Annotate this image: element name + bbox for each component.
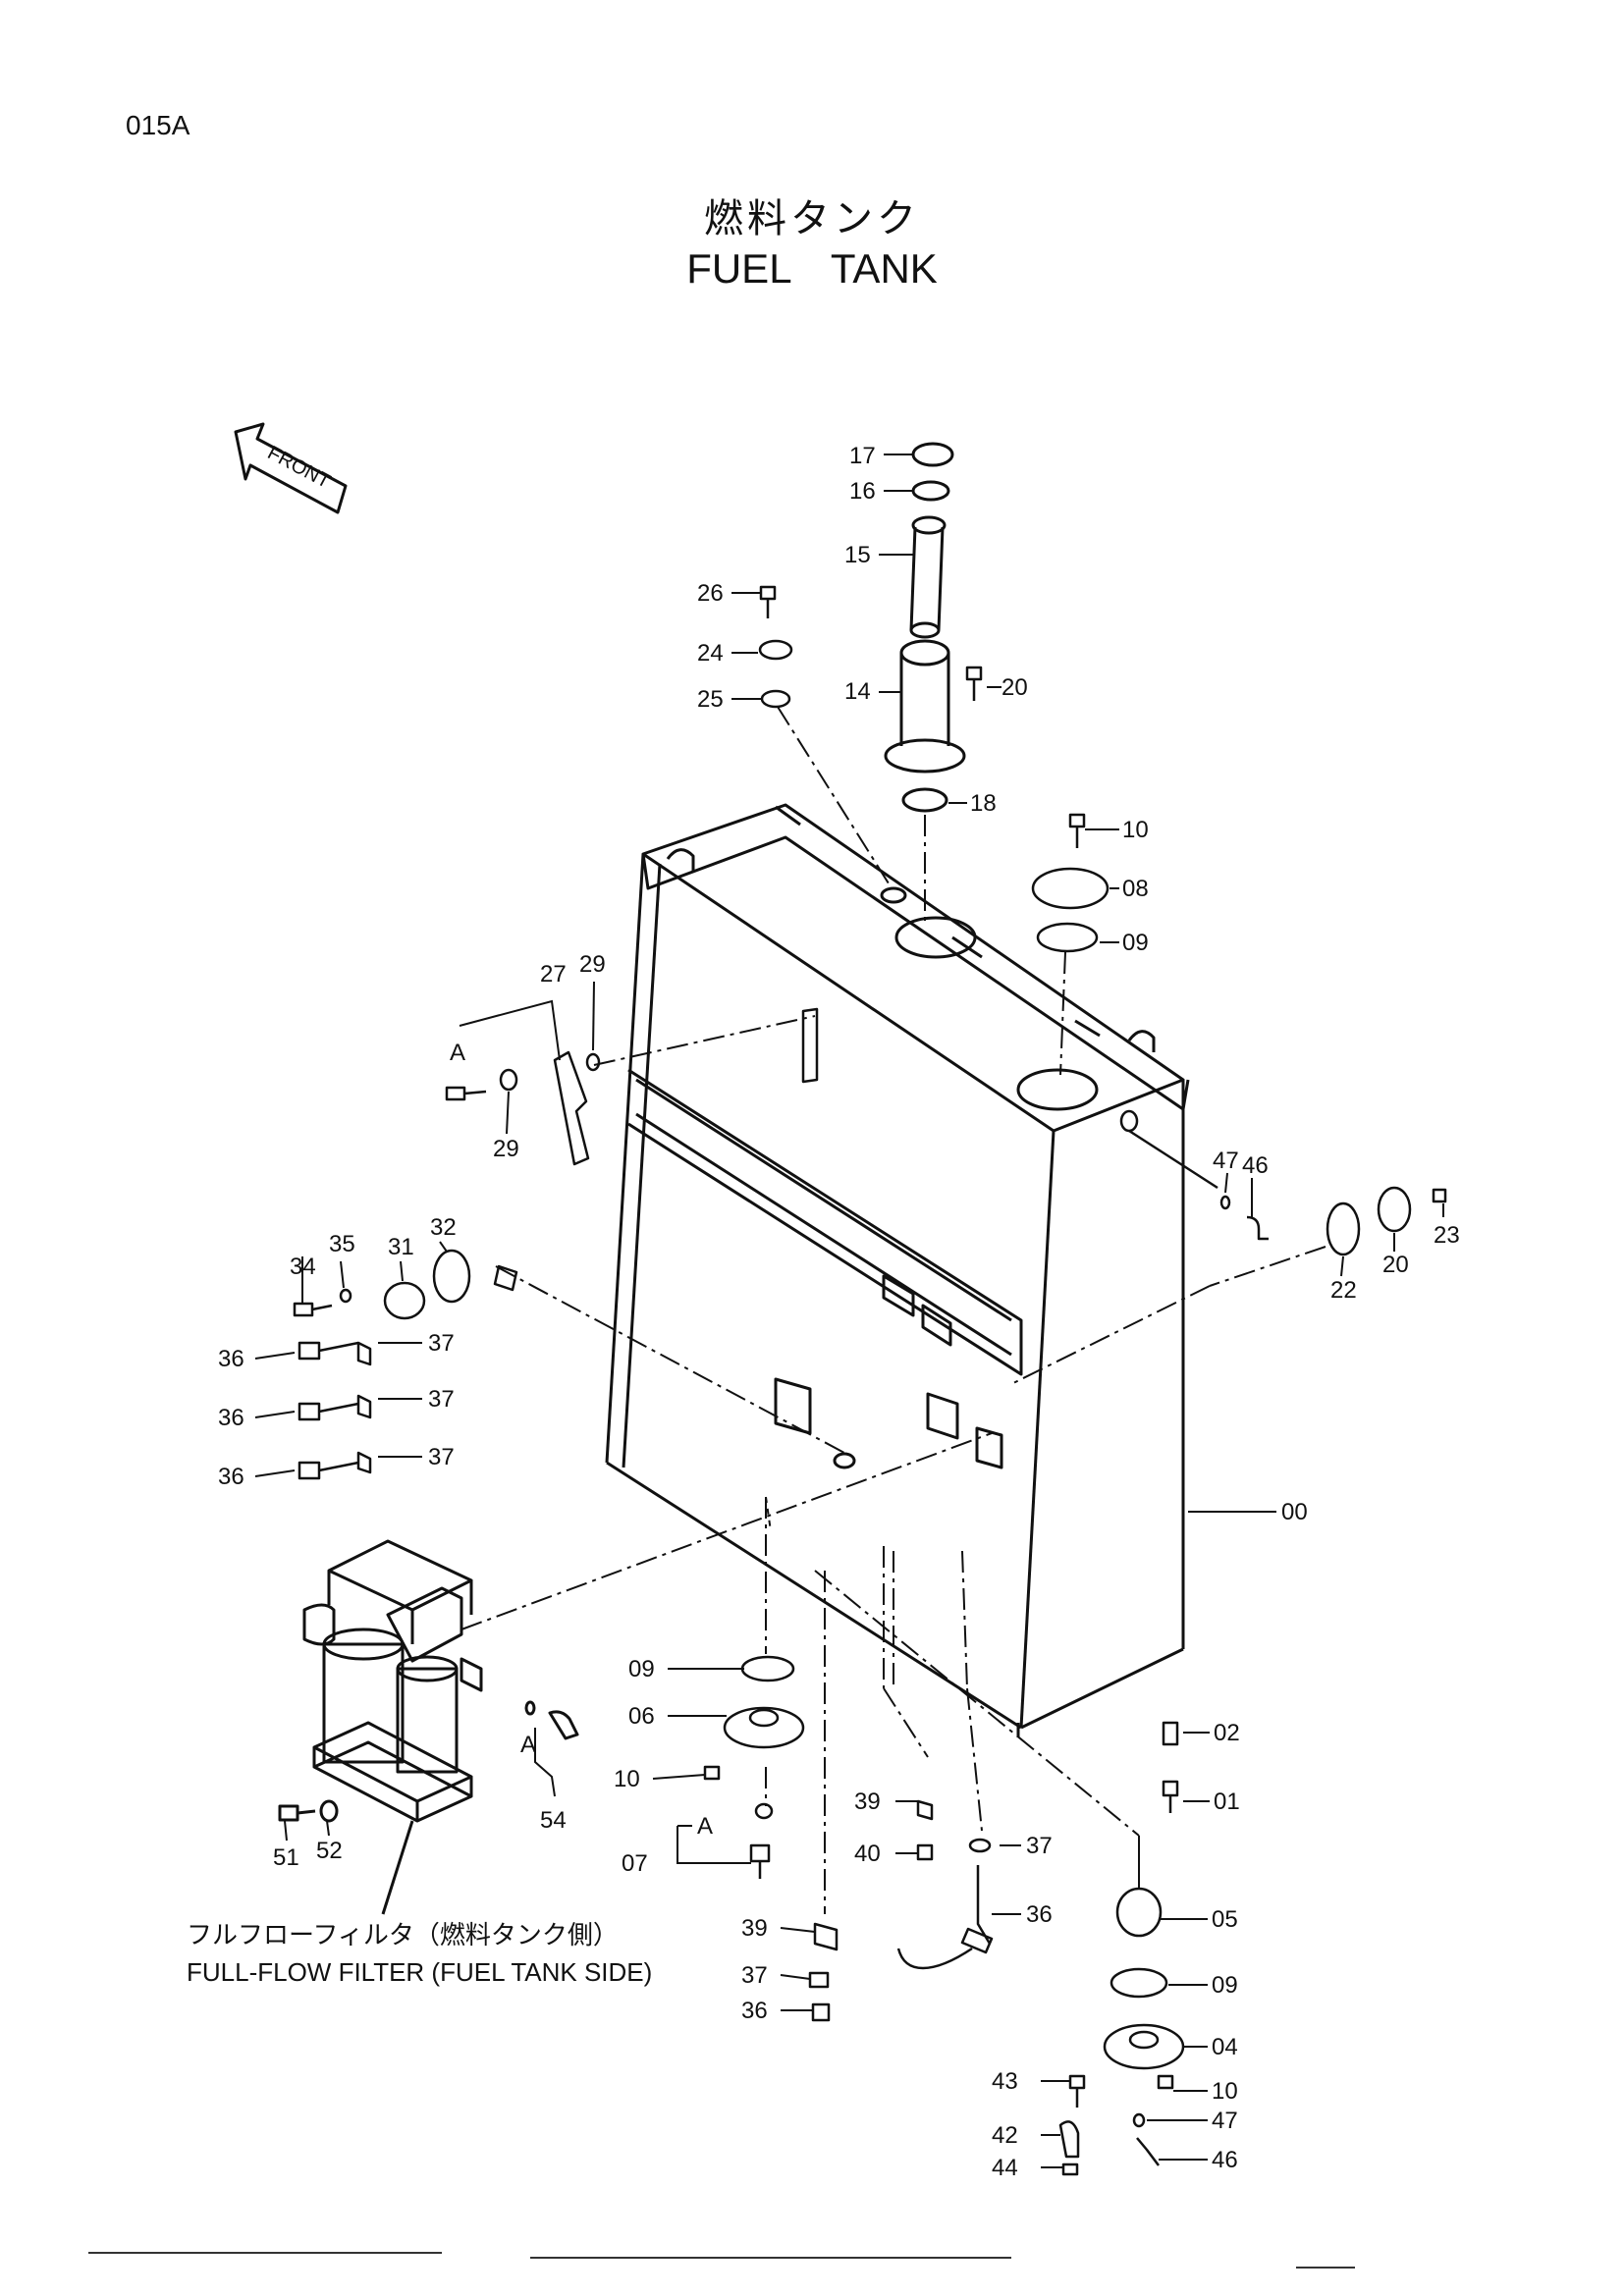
part-21-label: 22 <box>1330 1277 1357 1304</box>
part-39-label-lower: 39 <box>741 1915 768 1942</box>
part-01-label: 01 <box>1214 1789 1240 1815</box>
part-18-label: 20 <box>1001 674 1028 701</box>
part-35-label-b: 37 <box>428 1386 455 1413</box>
part-22-label: 23 <box>1434 1222 1460 1249</box>
part-39-label: 39 <box>854 1789 881 1815</box>
bolt-icons <box>293 585 1447 1480</box>
part-10-label: 10 <box>1122 817 1149 843</box>
part-17-label: 18 <box>970 790 997 817</box>
full-flow-filter <box>278 1539 579 1915</box>
part-number-labels: 17 16 15 14 20 18 26 24 25 10 08 09 27 2… <box>218 443 1460 2181</box>
footer-rule <box>88 2252 1355 2269</box>
filler-neck-assembly <box>884 442 966 813</box>
front-label: FRONT <box>264 442 334 493</box>
part-23-label: 24 <box>697 640 724 667</box>
part-14-label: 15 <box>844 542 871 568</box>
part-00-label: 00 <box>1281 1499 1308 1525</box>
part-32-label: 35 <box>329 1231 355 1257</box>
part-35-label-a: 37 <box>428 1330 455 1357</box>
view-a-marker-drain: A <box>697 1813 713 1840</box>
part-25-label: 26 <box>697 580 724 607</box>
part-27-label-lower: 29 <box>493 1136 519 1162</box>
part-29-label: 31 <box>388 1234 414 1260</box>
title-japanese: 燃料タンク <box>704 196 920 241</box>
part-37-label: 37 <box>1026 1833 1053 1859</box>
title-english: FUEL TANK <box>686 245 938 292</box>
part-06-label: 06 <box>628 1703 655 1730</box>
view-a-marker: A <box>450 1040 465 1066</box>
part-09-label-lower: 09 <box>1212 1972 1238 1999</box>
part-34-label-a: 36 <box>218 1346 244 1372</box>
part-34-label-c: 36 <box>218 1464 244 1490</box>
part-47-label: 47 <box>1213 1148 1239 1174</box>
part-20-label: 20 <box>1382 1252 1409 1278</box>
part-10-label-mid: 10 <box>614 1766 640 1792</box>
front-arrow-icon: FRONT <box>234 422 348 514</box>
fuel-tank-body <box>605 803 1190 1737</box>
part-35-label-lower: 37 <box>741 1962 768 1989</box>
part-30-label: 32 <box>430 1214 457 1241</box>
part-44-label: 44 <box>992 2155 1018 2181</box>
part-46-label: 46 <box>1242 1152 1269 1179</box>
part-51-label: 51 <box>273 1844 299 1871</box>
part-54-label: 54 <box>540 1807 567 1834</box>
part-52-label: 52 <box>316 1838 343 1864</box>
part-27-label: 29 <box>579 951 606 978</box>
part-34-label-b: 36 <box>218 1405 244 1431</box>
part-47-label-lower: 47 <box>1212 2108 1238 2134</box>
view-a-marker-filter: A <box>520 1732 536 1758</box>
part-09-label-mid: 09 <box>628 1656 655 1682</box>
assembly-leader-lines <box>460 706 1326 1914</box>
part-16-label: 17 <box>849 443 876 469</box>
part-35-label-c: 37 <box>428 1444 455 1470</box>
page-code: 015A <box>126 110 190 140</box>
part-43-label: 43 <box>992 2068 1018 2095</box>
part-04-label: 04 <box>1212 2034 1238 2060</box>
part-40-label: 40 <box>854 1841 881 1867</box>
part-34-label-lower: 36 <box>741 1998 768 2024</box>
part-10-label-lower: 10 <box>1212 2078 1238 2105</box>
part-36-label: 36 <box>1026 1901 1053 1928</box>
part-24-label: 25 <box>697 686 724 713</box>
part-31-label: 34 <box>290 1254 316 1280</box>
part-26-label: 27 <box>540 961 567 988</box>
part-05-label: 05 <box>1212 1906 1238 1933</box>
part-46-label-lower: 46 <box>1212 2147 1238 2173</box>
part-09-label: 09 <box>1122 930 1149 956</box>
bottom-drain-parts <box>703 1655 1185 2176</box>
part-15-label: 16 <box>849 478 876 505</box>
part-13-label: 14 <box>844 678 871 705</box>
part-42-label: 42 <box>992 2122 1018 2149</box>
filter-caption-english: FULL-FLOW FILTER (FUEL TANK SIDE) <box>187 1957 652 1987</box>
callout-leaders <box>254 454 1444 2168</box>
part-02-label: 02 <box>1214 1720 1240 1746</box>
filter-caption-japanese: フルフローフィルタ（燃料タンク側） <box>187 1921 619 1950</box>
part-07-label: 07 <box>622 1850 648 1877</box>
part-08-label: 08 <box>1122 876 1149 902</box>
